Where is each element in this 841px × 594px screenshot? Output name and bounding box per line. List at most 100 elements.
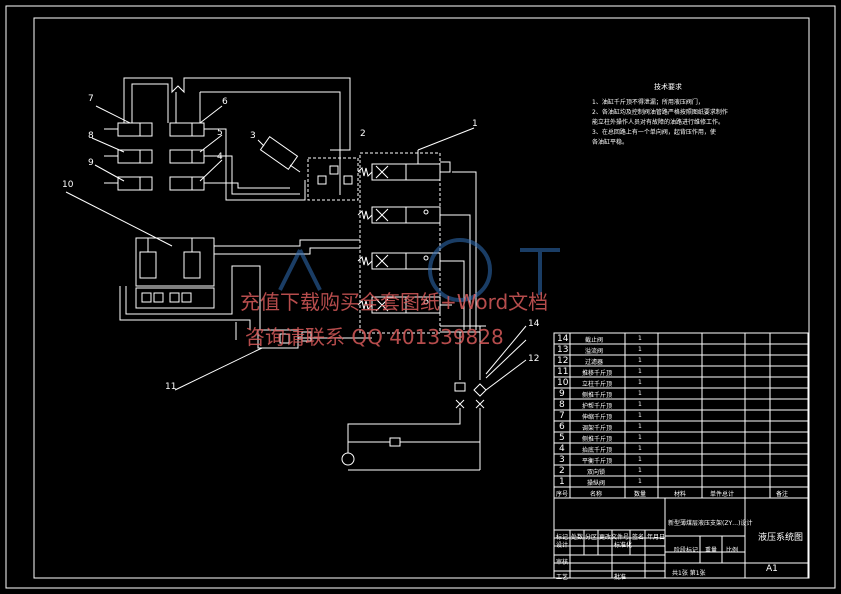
- bom-row-name: 抬底千斤顶: [582, 447, 613, 454]
- bom-row-qty: 1: [638, 434, 642, 441]
- bom-row-name: 立柱千斤顶: [582, 381, 613, 388]
- callout-3: 3: [250, 131, 256, 141]
- watermark-line-2: 咨询请联系 QQ 401339828: [245, 325, 504, 349]
- requirement-line: 1、油缸千斤顶不得泄漏；所用液压阀门，: [592, 99, 704, 106]
- balance-jack: [257, 135, 301, 173]
- callout-4: 4: [217, 152, 223, 162]
- bom-header-no: 序号: [556, 491, 569, 498]
- role-label: 批准: [614, 574, 627, 581]
- bom-row-qty: 1: [638, 335, 642, 342]
- project-name: 新型薄煤层液压支架(ZY…)设计: [668, 520, 753, 527]
- callout-8: 8: [88, 131, 94, 141]
- bom-row-no: 1: [559, 477, 565, 487]
- bom-header-remark: 备注: [776, 491, 789, 498]
- bom-row-qty: 1: [638, 379, 642, 386]
- bom-row-no: 10: [557, 378, 569, 388]
- watermark-line-1: 充值下载购买全套图纸+Word文档: [240, 290, 549, 314]
- bom-row-name: 推移千斤顶: [582, 370, 613, 377]
- bom-row-qty: 1: [638, 368, 642, 375]
- check-valves: [317, 165, 353, 185]
- role-label: 设计: [556, 542, 569, 549]
- bom-row-no: 5: [559, 433, 565, 443]
- bom-row-name: 护帮千斤顶: [582, 403, 613, 410]
- bom-row-no: 11: [557, 367, 569, 377]
- role-label: 审核: [556, 559, 569, 566]
- requirement-line: 2、各油缸均及控制阀油管路严格按照图纸要求制作: [592, 109, 728, 116]
- callout-10: 10: [62, 180, 74, 190]
- bom-header-qty: 数量: [634, 491, 647, 498]
- bom-row-qty: 1: [638, 401, 642, 408]
- bom-row-qty: 1: [638, 412, 642, 419]
- callout-14: 14: [528, 319, 540, 329]
- callout-9: 9: [88, 158, 94, 168]
- callout-1: 1: [472, 119, 478, 129]
- inner-frame: [33, 17, 810, 579]
- revision-label: 签名: [632, 534, 645, 541]
- bom-row-name: 平衡千斤顶: [582, 458, 613, 465]
- bom-row-no: 2: [559, 466, 565, 476]
- requirements-title: 技术要求: [654, 83, 682, 91]
- title-block-grid: [553, 497, 809, 579]
- role-label: 工艺: [556, 574, 569, 581]
- bom-row-qty: 1: [638, 456, 642, 463]
- revision-label: 年月日: [647, 534, 666, 541]
- bom-row-name: 溢流阀: [585, 348, 604, 355]
- bom-row-qty: 1: [638, 346, 642, 353]
- hydraulic-lock-block: [307, 152, 441, 334]
- bom-header-name: 名称: [590, 491, 603, 498]
- stage-label: 阶段标记: [674, 547, 699, 554]
- callout-11: 11: [165, 382, 177, 392]
- revision-label: 处数: [571, 534, 584, 541]
- bom-row-qty: 1: [638, 357, 642, 364]
- bom-row-name: 操纵阀: [587, 480, 606, 487]
- pressure-lines-top: [123, 77, 351, 201]
- bom-row-no: 7: [559, 411, 565, 421]
- return-line-block: [174, 322, 372, 391]
- outer-frame: [5, 5, 836, 589]
- bom-row-no: 6: [559, 422, 565, 432]
- bom-header-material: 材料: [674, 491, 687, 498]
- bom-row-no: 12: [557, 356, 569, 366]
- sheet-size: A1: [766, 564, 778, 574]
- bom-row-no: 14: [557, 334, 569, 344]
- callout-2: 2: [360, 129, 366, 139]
- bom-row-name: 过滤器: [585, 359, 604, 366]
- bom-row-qty: 1: [638, 467, 642, 474]
- bom-row-no: 13: [557, 345, 569, 355]
- revision-label: 标记: [556, 534, 569, 541]
- role-label: 标准化: [614, 542, 633, 549]
- bom-row-no: 4: [559, 444, 565, 454]
- watermark-logo: [278, 238, 560, 302]
- bom-row-name: 伸缩千斤顶: [582, 414, 613, 421]
- bom-row-no: 3: [559, 455, 565, 465]
- bom-row-qty: 1: [638, 478, 642, 485]
- stage-label: 重量: [705, 547, 718, 554]
- stage-label: 比例: [726, 547, 739, 554]
- callout-12: 12: [528, 354, 540, 364]
- requirement-line: 各油缸平稳。: [592, 139, 629, 146]
- pushing-jack-block: [65, 191, 360, 330]
- bom-row-name: 侧推千斤顶: [582, 436, 613, 443]
- callout-5: 5: [217, 128, 223, 138]
- bom-row-qty: 1: [638, 390, 642, 397]
- sheet-count: 共1张 第1张: [672, 570, 706, 577]
- bom-row-name: 调架千斤顶: [582, 425, 613, 432]
- bom-row-name: 侧推千斤顶: [582, 392, 613, 399]
- revision-label: 分区: [585, 534, 598, 541]
- drawing-name: 液压系统图: [758, 533, 804, 543]
- directional-valves: [357, 127, 475, 314]
- cylinder-group-left: [91, 105, 223, 191]
- requirement-line: 能立柱外操作人员对有故障的油路进行维修工作。: [592, 119, 725, 126]
- requirement-line: 3、在总回路上有一个单向阀，起背压作用，使: [592, 129, 716, 136]
- bom-row-no: 8: [559, 400, 565, 410]
- bom-row-qty: 1: [638, 445, 642, 452]
- callout-6: 6: [222, 97, 228, 107]
- bom-row-name: 双向锁: [587, 469, 606, 476]
- callout-7: 7: [88, 94, 94, 104]
- bom-row-no: 9: [559, 389, 565, 399]
- bom-header-weight: 单件总计: [710, 491, 735, 498]
- revision-label: 更改文件号: [599, 534, 630, 541]
- bom-table-grid: [553, 332, 809, 499]
- main-trunk-lines: [341, 171, 527, 471]
